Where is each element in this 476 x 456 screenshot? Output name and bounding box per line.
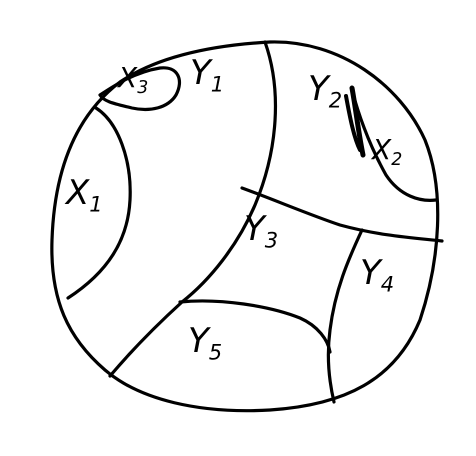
label-y2: Y2 [308,72,342,110]
label-x1-index: 1 [89,191,103,217]
y2-x2-scribble-2 [344,94,362,152]
label-y5-index: 5 [208,339,223,365]
label-y3-index: 3 [264,227,279,253]
y2-y3-separator [240,186,444,243]
label-y1: Y1 [190,56,224,94]
label-x1: X1 [66,176,103,214]
label-y1-letter: Y [190,53,211,93]
label-y5: Y5 [188,324,222,362]
region-x1-boundary [66,106,132,300]
y3-y5-separator [178,299,332,354]
label-x1-letter: X [66,173,90,213]
label-y5-letter: Y [188,321,209,361]
label-y3-letter: Y [244,209,265,249]
label-x3: X3 [118,64,148,97]
label-y2-index: 2 [328,87,343,113]
label-y3: Y3 [244,212,278,250]
label-x2-letter: X [372,133,392,166]
label-x3-index: 3 [137,78,149,99]
region-x3-boundary [98,66,182,112]
region-x2-boundary [350,88,438,202]
label-y4-letter: Y [360,253,381,293]
label-x2-index: 2 [391,150,403,171]
y3-y4-separator [326,228,364,404]
label-y4: Y4 [360,256,394,294]
y1-y2-separator [108,40,278,378]
outer-boundary [50,40,440,413]
label-y2-letter: Y [308,69,329,109]
y2-x2-scribble [349,85,366,158]
label-y1-index: 1 [210,71,225,97]
label-x2: X2 [372,136,402,169]
label-x3-letter: X [118,61,138,94]
label-y4-index: 4 [380,271,395,297]
